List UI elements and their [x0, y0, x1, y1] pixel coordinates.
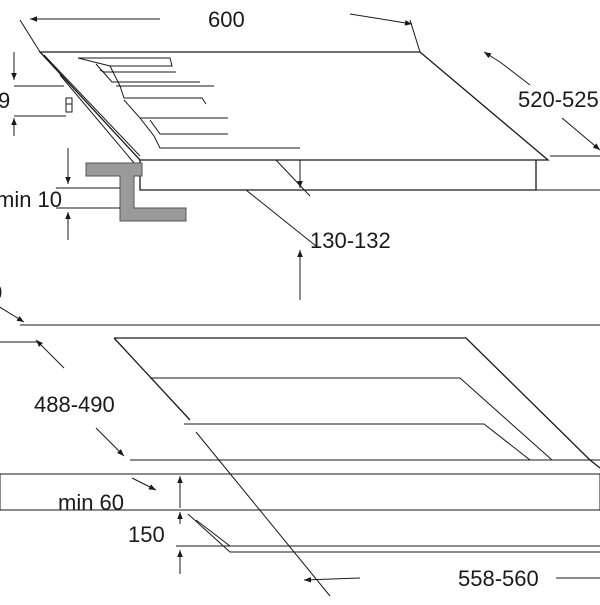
hob-plate-edge	[43, 54, 141, 157]
cutout-outline	[114, 337, 600, 469]
drawer-clearance-label: 150	[128, 522, 165, 547]
dim-depth-520: 520-525	[483, 51, 600, 157]
dim-width-558: 558-560	[195, 431, 600, 597]
support-bracket	[85, 162, 187, 222]
width-label-558: 558-560	[458, 566, 539, 591]
dim-min-60: min 60	[58, 476, 183, 515]
dim-height-9: 9	[0, 52, 66, 136]
support-label: min 10	[0, 187, 62, 212]
width-label-600: 600	[208, 7, 245, 32]
dim-width-600: 600	[19, 7, 421, 53]
depth-label-520: 520-525	[518, 87, 599, 112]
front-clearance-label: min 60	[58, 490, 124, 515]
cutout-drawing	[0, 324, 600, 553]
hob-drawing	[38, 51, 600, 222]
dim-top-left: 0	[0, 280, 25, 323]
grate-strips	[77, 57, 300, 149]
lower-panel	[187, 513, 600, 553]
dim-height-130: 130-132	[245, 159, 391, 300]
hob-top-plate	[38, 51, 550, 161]
front-board	[0, 473, 600, 511]
hob-side-edge	[59, 74, 141, 171]
dim-min-10: min 10	[0, 148, 120, 240]
height-label-130: 130-132	[310, 228, 391, 253]
top-left-label: 0	[0, 280, 2, 305]
hob-body	[139, 160, 537, 191]
height-small-label: 9	[0, 88, 10, 113]
depth-label-488: 488-490	[34, 392, 115, 417]
dim-150: 150	[128, 512, 183, 574]
dim-depth-488: 488-490	[34, 339, 125, 457]
mount-bolt	[65, 97, 73, 113]
